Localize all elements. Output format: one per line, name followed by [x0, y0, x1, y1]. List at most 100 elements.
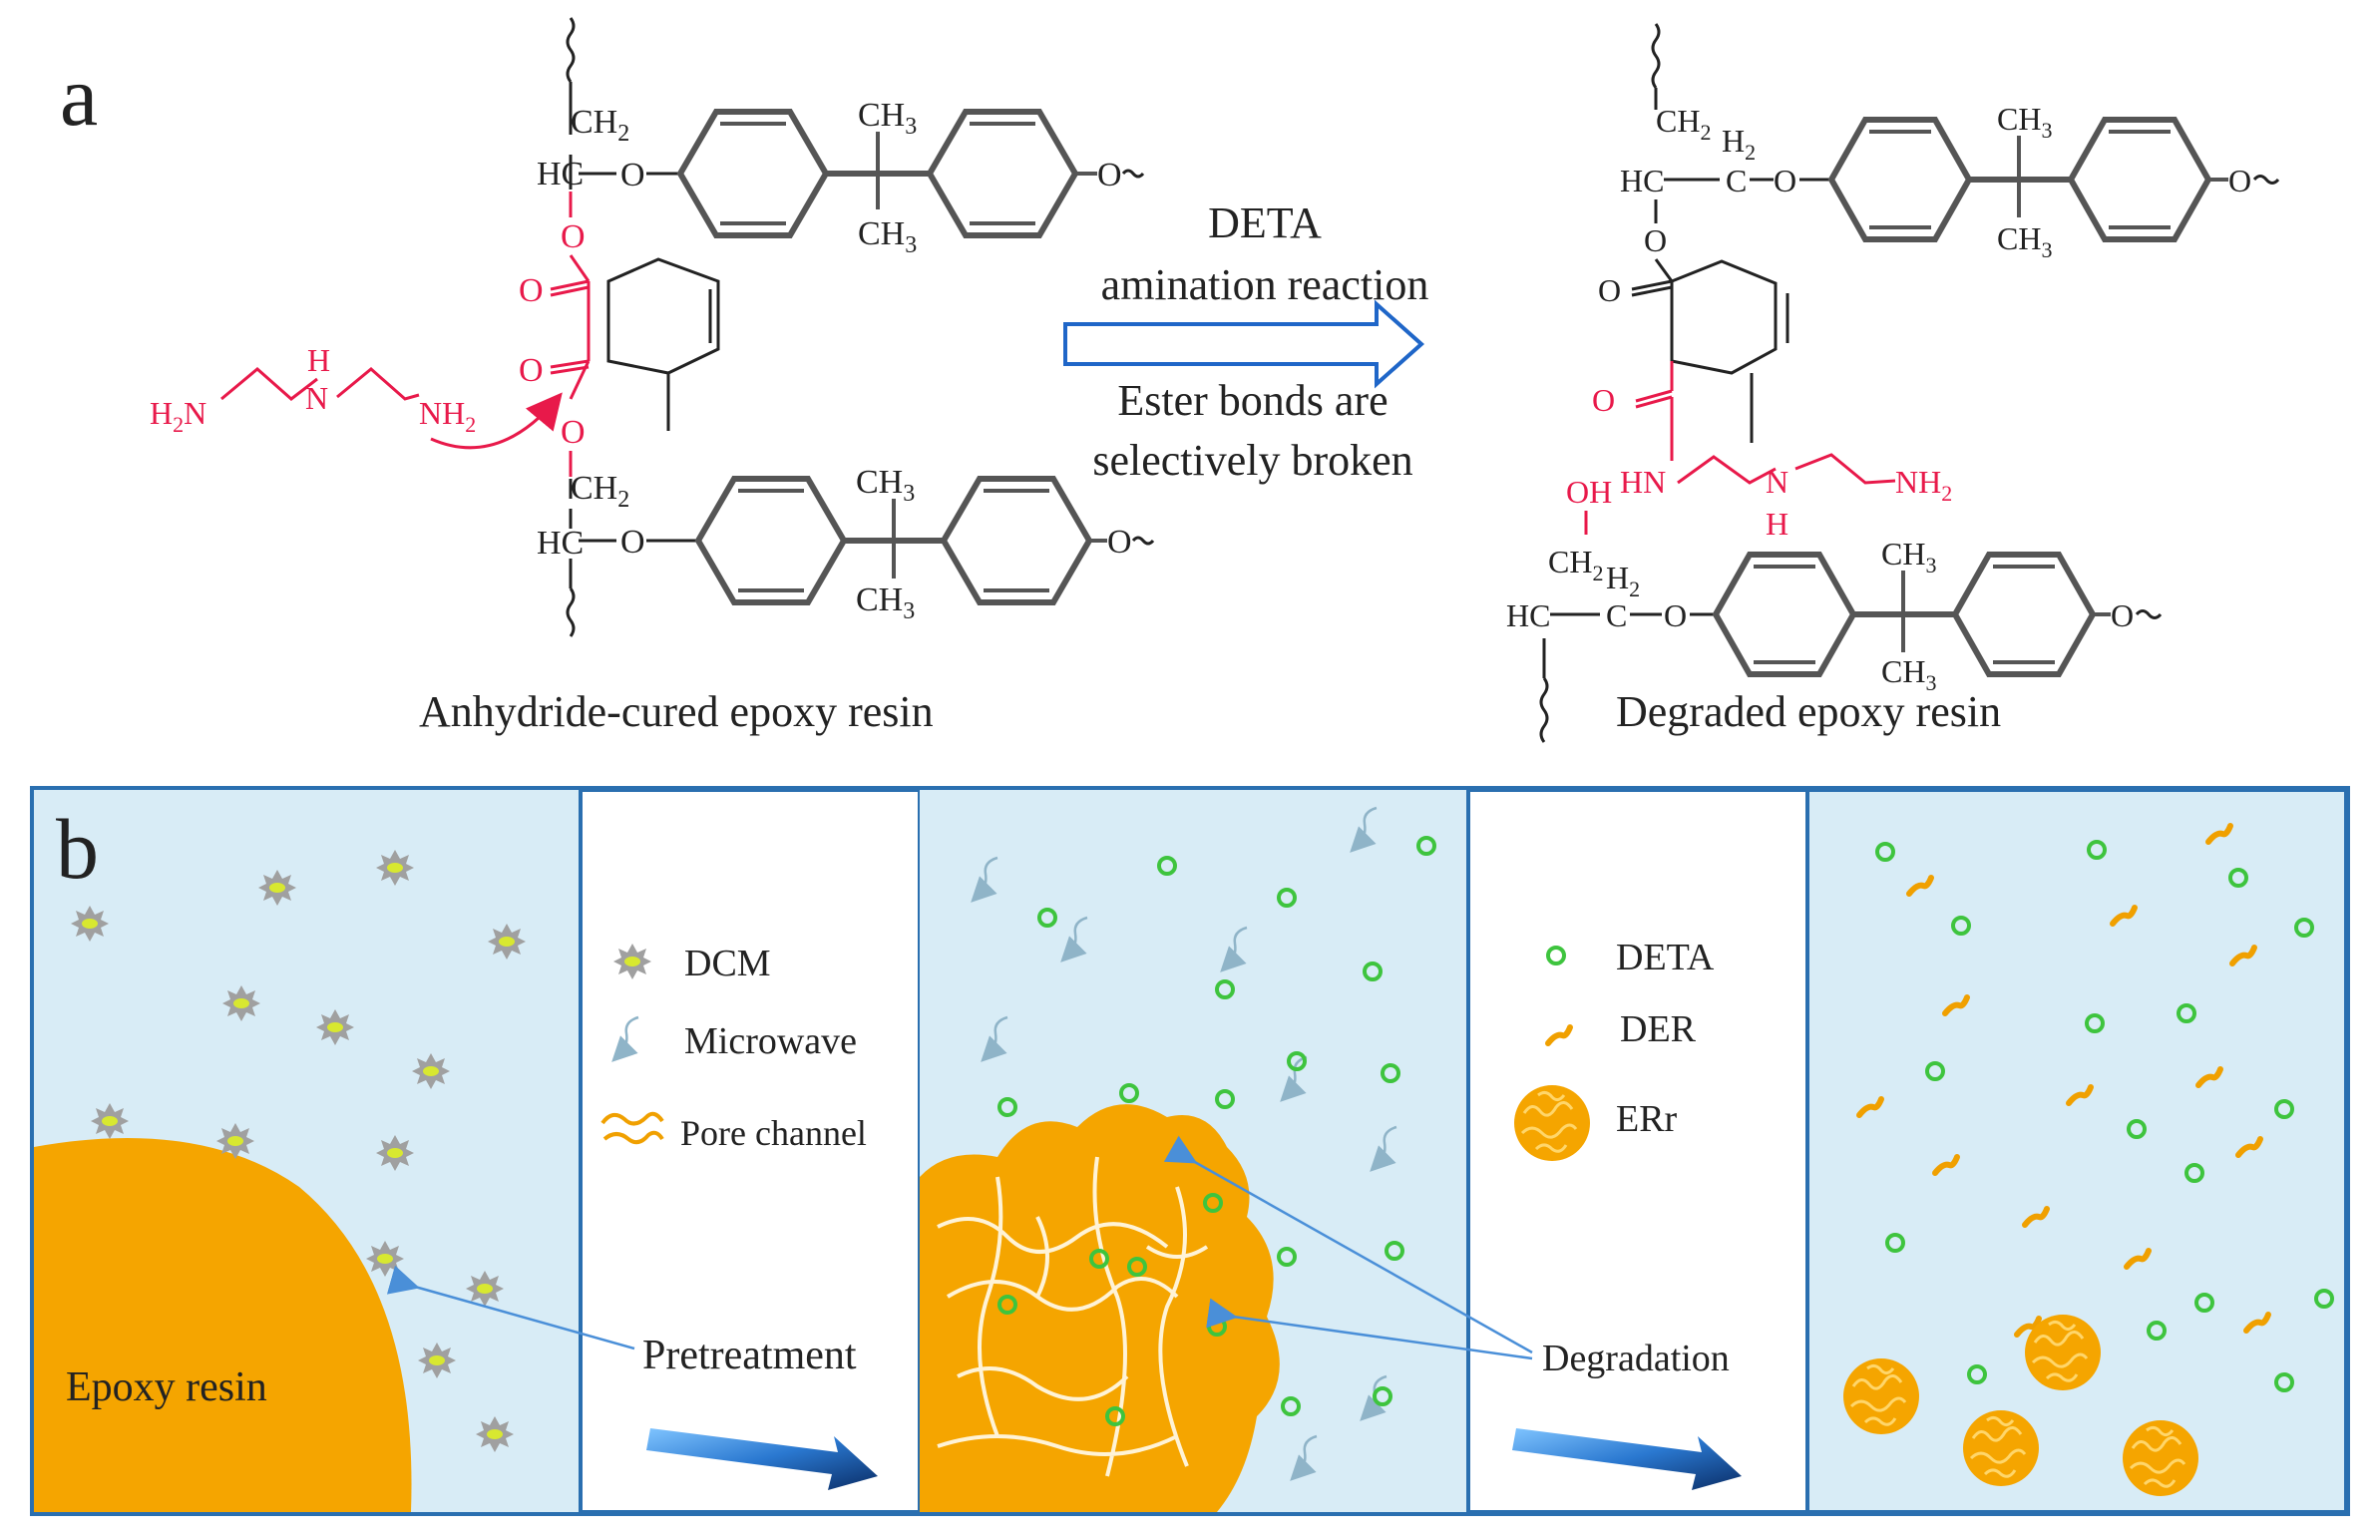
svg-text:O: O	[1598, 272, 1621, 308]
arrow-label-deta: DETA	[1208, 198, 1322, 247]
svg-text:C: C	[1726, 163, 1747, 198]
svg-text:NH2: NH2	[1895, 464, 1952, 506]
nucleophilic-attack-arrow	[430, 392, 563, 450]
epoxy-resin-label: Epoxy resin	[66, 1364, 267, 1410]
ch2-label: CH2	[571, 470, 629, 513]
svg-text:O: O	[1644, 222, 1667, 258]
svg-text:H2N: H2N	[150, 395, 206, 437]
reactant-caption: Anhydride-cured epoxy resin	[419, 687, 934, 736]
pore-channel-legend-icon	[600, 1111, 664, 1145]
dcm-legend-icon	[613, 944, 651, 979]
svg-text:O: O	[1774, 163, 1796, 198]
svg-text:CH2: CH2	[1656, 103, 1711, 145]
anhydride-ester-group: O O O O	[519, 192, 591, 477]
carbonyl-o-label: O	[519, 272, 544, 309]
ester-o-label: O	[561, 218, 586, 255]
porous-resin-blob	[920, 1104, 1280, 1512]
svg-text:CH3: CH3	[1881, 536, 1936, 578]
svg-text:O: O	[1664, 597, 1687, 633]
benzene-ring	[926, 109, 1079, 238]
svg-text:N: N	[305, 380, 328, 416]
reactant-structure: CH2 HC O CH3 CH3 O O	[519, 17, 1155, 637]
amide-group: O HN N H NH2 OH	[1566, 361, 1952, 542]
benzene-ring	[694, 476, 848, 605]
svg-text:CH3: CH3	[1997, 220, 2052, 262]
pointer-to-dcm	[386, 1265, 635, 1350]
ether-o-label: O	[1107, 524, 1132, 561]
hc-label: HC	[537, 525, 584, 562]
legend-dcm: DCM	[684, 943, 771, 984]
hc-label: HC	[537, 156, 584, 192]
svg-text:H2: H2	[1722, 123, 1756, 165]
ch3-label: CH3	[856, 581, 915, 624]
legend-pore-channel: Pore channel	[680, 1113, 867, 1153]
arrow-label-ester-bonds: Ester bonds are	[1117, 376, 1388, 425]
legend-err: ERr	[1616, 1098, 1678, 1140]
svg-text:C: C	[1606, 597, 1627, 633]
product-caption: Degraded epoxy resin	[1616, 687, 2001, 736]
benzene-ring	[2067, 117, 2212, 242]
pointer-to-pores	[1163, 1135, 1533, 1354]
panel-a-label: a	[60, 48, 98, 144]
benzene-ring	[940, 476, 1093, 605]
ch3-label: CH3	[858, 215, 917, 258]
reaction-arrow-group: DETA amination reaction Ester bonds are …	[1063, 198, 1429, 485]
svg-text:OH: OH	[1566, 474, 1612, 510]
svg-text:N: N	[1766, 464, 1788, 500]
stage-pretreated-resin	[920, 790, 1468, 1512]
svg-text:O: O	[1592, 382, 1615, 418]
deta-molecule: H2N H N NH2	[150, 342, 563, 450]
benzene-ring	[1827, 117, 1973, 242]
pretreatment-label: Pretreatment	[642, 1333, 857, 1378]
ch2-label: CH2	[571, 104, 629, 147]
epoxy-resin-blob	[34, 1138, 412, 1512]
legend-deta: DETA	[1616, 937, 1715, 978]
ether-o-label: O	[620, 157, 645, 193]
arrow-label-amination: amination reaction	[1101, 260, 1429, 309]
svg-text:CH2: CH2	[1548, 544, 1603, 585]
cyclohexene-ring	[1670, 259, 1778, 375]
ch3-label: CH3	[856, 464, 915, 507]
legend-pretreatment: DCM Microwave Pore channel Pretreatment	[386, 788, 922, 1514]
svg-text:H2: H2	[1606, 560, 1640, 601]
pointer-to-particles	[1206, 1298, 1533, 1360]
err-legend-icon	[1512, 1083, 1592, 1163]
pretreatment-arrow	[646, 1428, 878, 1490]
benzene-ring	[1712, 552, 1857, 677]
svg-text:O: O	[2111, 597, 2134, 633]
product-structure: CH2 H2 HC C O CH3 CH3 O O	[1506, 23, 2280, 743]
legend-der: DER	[1620, 1008, 1697, 1050]
legend-microwave: Microwave	[684, 1020, 857, 1062]
pore-channels	[937, 1156, 1209, 1477]
ch3-label: CH3	[858, 97, 917, 140]
svg-text:HC: HC	[1620, 163, 1664, 198]
legend-degradation: DETA DER ERr Degradation	[1163, 788, 1809, 1514]
stage-raw-resin: b Epoxy resin	[34, 790, 581, 1512]
svg-text:H: H	[1766, 506, 1788, 542]
panel-b-label: b	[56, 801, 99, 897]
ester-o-label: O	[561, 414, 586, 451]
panel-b: b Epoxy resin DCM Microwave Pore channel…	[30, 786, 2350, 1516]
ether-o-label: O	[620, 524, 645, 561]
benzene-ring	[676, 109, 830, 238]
ether-o-label: O	[1097, 157, 1122, 193]
svg-text:O: O	[2228, 163, 2251, 198]
benzene-ring	[1951, 552, 2097, 677]
cyclohexene-ring	[606, 257, 720, 375]
degradation-arrow	[1512, 1428, 1742, 1490]
svg-text:NH2: NH2	[419, 395, 476, 437]
carbonyl-o-label: O	[519, 352, 544, 389]
stage-degraded	[1805, 788, 2348, 1514]
reaction-arrow	[1063, 299, 1425, 389]
degradation-label: Degradation	[1542, 1338, 1730, 1379]
panel-a: a CH2 HC O CH3 CH3 O	[60, 17, 2280, 743]
backbone-wavy-bottom	[566, 587, 576, 637]
backbone-wavy-top	[566, 17, 576, 83]
svg-text:CH3: CH3	[1881, 653, 1936, 695]
svg-text:H: H	[307, 342, 330, 378]
svg-text:HC: HC	[1506, 597, 1550, 633]
svg-text:HN: HN	[1620, 464, 1666, 500]
arrow-label-selectively: selectively broken	[1092, 436, 1412, 485]
svg-text:CH3: CH3	[1997, 101, 2052, 143]
